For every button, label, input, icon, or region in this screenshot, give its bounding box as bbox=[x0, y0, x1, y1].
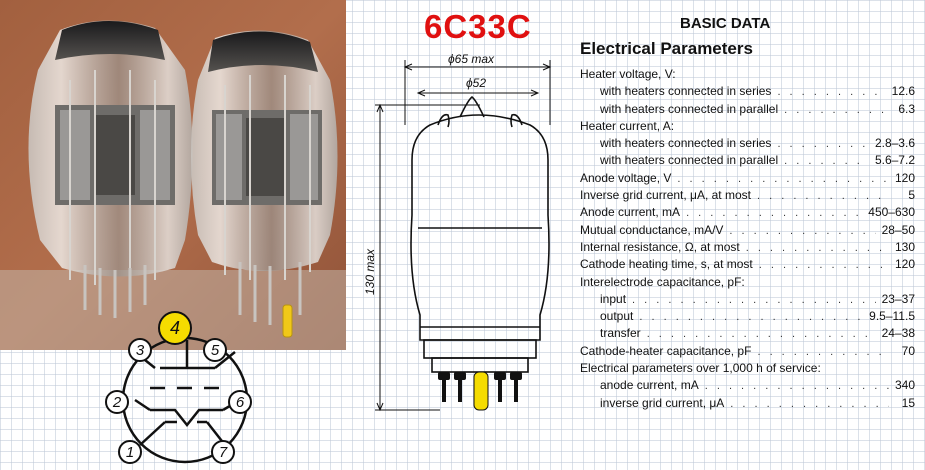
dot-leader bbox=[784, 155, 869, 167]
dot-leader bbox=[632, 294, 876, 306]
dot-leader bbox=[777, 138, 869, 150]
parameter-row: Cathode heating time, s, at most 120 bbox=[580, 257, 915, 274]
parameter-row: Anode voltage, V 120 bbox=[580, 171, 915, 188]
pin-7-label: 7 bbox=[219, 444, 228, 461]
parameter-value: 6.3 bbox=[898, 101, 915, 116]
dot-leader bbox=[639, 311, 863, 323]
parameter-value: 120 bbox=[894, 257, 915, 272]
parameter-row: Heater voltage, V: bbox=[580, 67, 915, 84]
dot-leader bbox=[759, 259, 889, 271]
parameter-label: anode current, mA bbox=[600, 378, 699, 393]
parameter-value: 70 bbox=[901, 343, 915, 358]
parameter-row: with heaters connected in series 12.6 bbox=[580, 84, 915, 101]
pin-3-label: 3 bbox=[136, 342, 145, 359]
parameter-row: Internal resistance, Ω, at most 130 bbox=[580, 240, 915, 257]
parameter-label: transfer bbox=[600, 326, 641, 341]
pin-1-circle bbox=[118, 440, 142, 464]
dot-leader bbox=[705, 380, 889, 392]
pin-4-circle bbox=[158, 311, 192, 345]
parameter-row: with heaters connected in series 2.8–3.6 bbox=[580, 136, 915, 153]
parameter-label: Interelectrode capacitance, pF: bbox=[580, 274, 745, 289]
dot-leader bbox=[730, 398, 889, 410]
parameter-label: output bbox=[600, 309, 634, 324]
parameter-value: 23–37 bbox=[881, 291, 915, 306]
parameter-value: 9.5–11.5 bbox=[869, 309, 915, 324]
dot-leader bbox=[686, 207, 862, 219]
dot-leader bbox=[757, 346, 889, 358]
pin-3-circle bbox=[128, 338, 152, 362]
dim-inner-label: ϕ52 bbox=[466, 76, 486, 90]
dim-outer-label: ϕ65 max bbox=[448, 52, 495, 66]
parameter-label: Cathode-heater capacitance, pF bbox=[580, 343, 752, 358]
pin-6-label: 6 bbox=[236, 394, 245, 411]
parameter-label: with heaters connected in series bbox=[600, 84, 772, 99]
parameter-label: Heater voltage, V: bbox=[580, 67, 676, 81]
electrical-parameters-heading: Electrical Parameters bbox=[580, 39, 753, 58]
parameter-value: 12.6 bbox=[891, 84, 915, 99]
parameter-label: Cathode heating time, s, at most bbox=[580, 257, 753, 272]
dot-leader bbox=[784, 104, 889, 116]
parameter-value: 120 bbox=[894, 170, 915, 185]
parameter-label: input bbox=[600, 291, 627, 306]
basic-data-heading: BASIC DATA bbox=[680, 15, 771, 32]
pin-4-label: 4 bbox=[170, 318, 180, 338]
parameter-row: output 9.5–11.5 bbox=[580, 309, 915, 326]
parameter-label: with heaters connected in parallel bbox=[600, 153, 779, 168]
parameter-row: Mutual conductance, mA/V 28–50 bbox=[580, 223, 915, 240]
pin-5-circle bbox=[203, 338, 227, 362]
tube-photo bbox=[0, 0, 346, 350]
parameter-label: Anode voltage, V bbox=[580, 170, 672, 185]
parameter-value: 130 bbox=[894, 239, 915, 254]
right-tube bbox=[191, 30, 338, 338]
parameter-value: 340 bbox=[894, 378, 915, 393]
parameter-row: Electrical parameters over 1,000 h of se… bbox=[580, 361, 915, 378]
dot-leader bbox=[757, 190, 889, 202]
parameter-row: Anode current, mA 450–630 bbox=[580, 205, 915, 222]
parameter-value: 28–50 bbox=[881, 222, 915, 237]
parameter-row: input 23–37 bbox=[580, 292, 915, 309]
dot-leader bbox=[746, 242, 889, 254]
pin-2-label: 2 bbox=[112, 394, 122, 411]
tube-outline-drawing: ϕ65 max ϕ52 130 max bbox=[363, 52, 552, 412]
dot-leader bbox=[677, 173, 889, 185]
pin-1-label: 1 bbox=[126, 444, 134, 461]
left-tube bbox=[28, 20, 193, 318]
parameter-row: inverse grid current, μA 15 bbox=[580, 396, 915, 413]
dot-leader bbox=[729, 225, 875, 237]
parameter-row: Cathode-heater capacitance, pF 70 bbox=[580, 344, 915, 361]
dim-height-label: 130 max bbox=[363, 248, 377, 295]
pin-6-circle bbox=[228, 390, 252, 414]
dot-leader bbox=[777, 86, 885, 98]
parameter-row: Interelectrode capacitance, pF: bbox=[580, 275, 915, 292]
pinout-diagram: 1 2 3 4 5 6 7 bbox=[105, 311, 252, 464]
parameter-value: 450–630 bbox=[868, 205, 915, 220]
parameter-value: 5 bbox=[908, 188, 915, 203]
parameters-list: Heater voltage, V: with heaters connected… bbox=[580, 67, 915, 413]
parameter-row: with heaters connected in parallel 6.3 bbox=[580, 102, 915, 119]
dot-leader bbox=[647, 328, 876, 340]
tube-type-title: 6C33C bbox=[424, 8, 532, 45]
parameter-row: Inverse grid current, μA, at most 5 bbox=[580, 188, 915, 205]
parameter-label: Anode current, mA bbox=[580, 205, 681, 220]
pin-7-circle bbox=[211, 440, 235, 464]
parameter-label: Mutual conductance, mA/V bbox=[580, 222, 724, 237]
parameter-row: Heater current, A: bbox=[580, 119, 915, 136]
parameter-label: Electrical parameters over 1,000 h of se… bbox=[580, 361, 821, 376]
pin-2-circle bbox=[105, 390, 129, 414]
parameter-label: Heater current, A: bbox=[580, 118, 675, 133]
parameter-label: Internal resistance, Ω, at most bbox=[580, 239, 740, 254]
parameter-label: with heaters connected in series bbox=[600, 136, 772, 151]
parameter-value: 24–38 bbox=[881, 326, 915, 341]
parameter-label: Inverse grid current, μA, at most bbox=[580, 188, 751, 203]
pin-5-label: 5 bbox=[211, 342, 220, 359]
parameter-value: 2.8–3.6 bbox=[874, 136, 915, 151]
parameter-value: 15 bbox=[901, 395, 915, 410]
parameter-row: transfer 24–38 bbox=[580, 326, 915, 343]
parameter-row: anode current, mA 340 bbox=[580, 378, 915, 395]
parameter-value: 5.6–7.2 bbox=[874, 153, 915, 168]
parameter-row: with heaters connected in parallel 5.6–7.… bbox=[580, 153, 915, 170]
parameter-label: with heaters connected in parallel bbox=[600, 101, 779, 116]
parameter-label: inverse grid current, μA bbox=[600, 395, 725, 410]
